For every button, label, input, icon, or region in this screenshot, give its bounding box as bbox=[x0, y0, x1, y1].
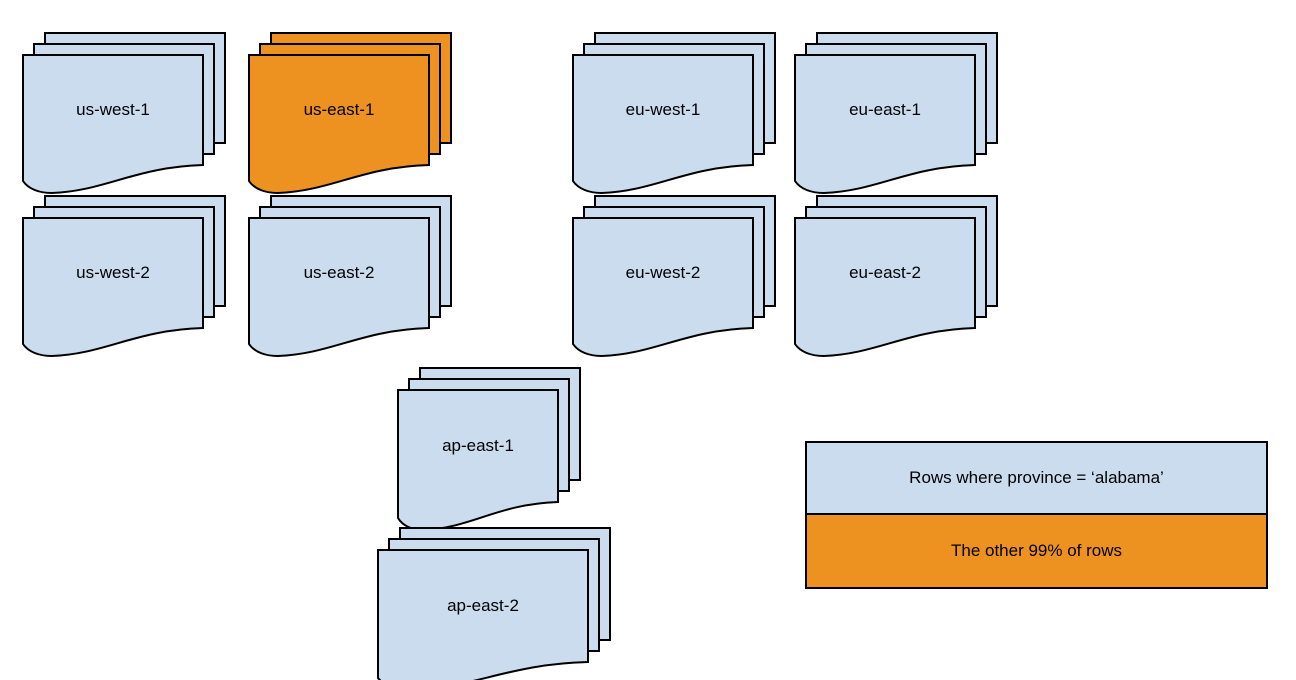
legend: Rows where province = ‘alabama’ The other… bbox=[805, 441, 1268, 589]
legend-row-highlight-label: The other 99% of rows bbox=[950, 541, 1123, 560]
document-stack-ap-east-2[interactable]: ap-east-2 bbox=[377, 527, 616, 680]
document-sheet-front bbox=[572, 217, 754, 358]
document-stack-shape-eu-west-1 bbox=[572, 32, 776, 195]
document-sheet-front bbox=[397, 389, 559, 532]
document-stack-us-east-2[interactable]: us-east-2 bbox=[248, 195, 457, 358]
document-sheet-front bbox=[572, 54, 754, 195]
document-stack-us-west-1[interactable]: us-west-1 bbox=[22, 32, 231, 195]
document-stack-us-west-2[interactable]: us-west-2 bbox=[22, 195, 231, 358]
document-stack-shape-eu-east-1 bbox=[794, 32, 998, 195]
document-stack-eu-east-2[interactable]: eu-east-2 bbox=[794, 195, 1003, 358]
document-stack-eu-west-1[interactable]: eu-west-1 bbox=[572, 32, 781, 195]
document-stack-us-east-1[interactable]: us-east-1 bbox=[248, 32, 457, 195]
document-sheet-front bbox=[377, 549, 589, 680]
document-stack-shape-ap-east-1 bbox=[397, 367, 581, 532]
document-stack-shape-us-east-1 bbox=[248, 32, 452, 195]
document-stack-shape-eu-west-2 bbox=[572, 195, 776, 358]
document-stack-shape-us-west-1 bbox=[22, 32, 226, 195]
document-stack-shape-us-east-2 bbox=[248, 195, 452, 358]
legend-row-normal: Rows where province = ‘alabama’ bbox=[807, 443, 1266, 515]
legend-row-normal-label: Rows where province = ‘alabama’ bbox=[909, 468, 1164, 487]
document-sheet-front bbox=[22, 54, 204, 195]
document-sheet-front bbox=[794, 54, 976, 195]
document-sheet-front bbox=[22, 217, 204, 358]
legend-row-highlight: The other 99% of rows bbox=[807, 515, 1266, 587]
document-stack-shape-us-west-2 bbox=[22, 195, 226, 358]
document-sheet-front bbox=[794, 217, 976, 358]
document-stack-ap-east-1[interactable]: ap-east-1 bbox=[397, 367, 586, 532]
document-stack-eu-east-1[interactable]: eu-east-1 bbox=[794, 32, 1003, 195]
document-sheet-front bbox=[248, 217, 430, 358]
document-stack-shape-ap-east-2 bbox=[377, 527, 611, 680]
document-stack-eu-west-2[interactable]: eu-west-2 bbox=[572, 195, 781, 358]
document-sheet-front bbox=[248, 54, 430, 195]
document-stack-shape-eu-east-2 bbox=[794, 195, 998, 358]
